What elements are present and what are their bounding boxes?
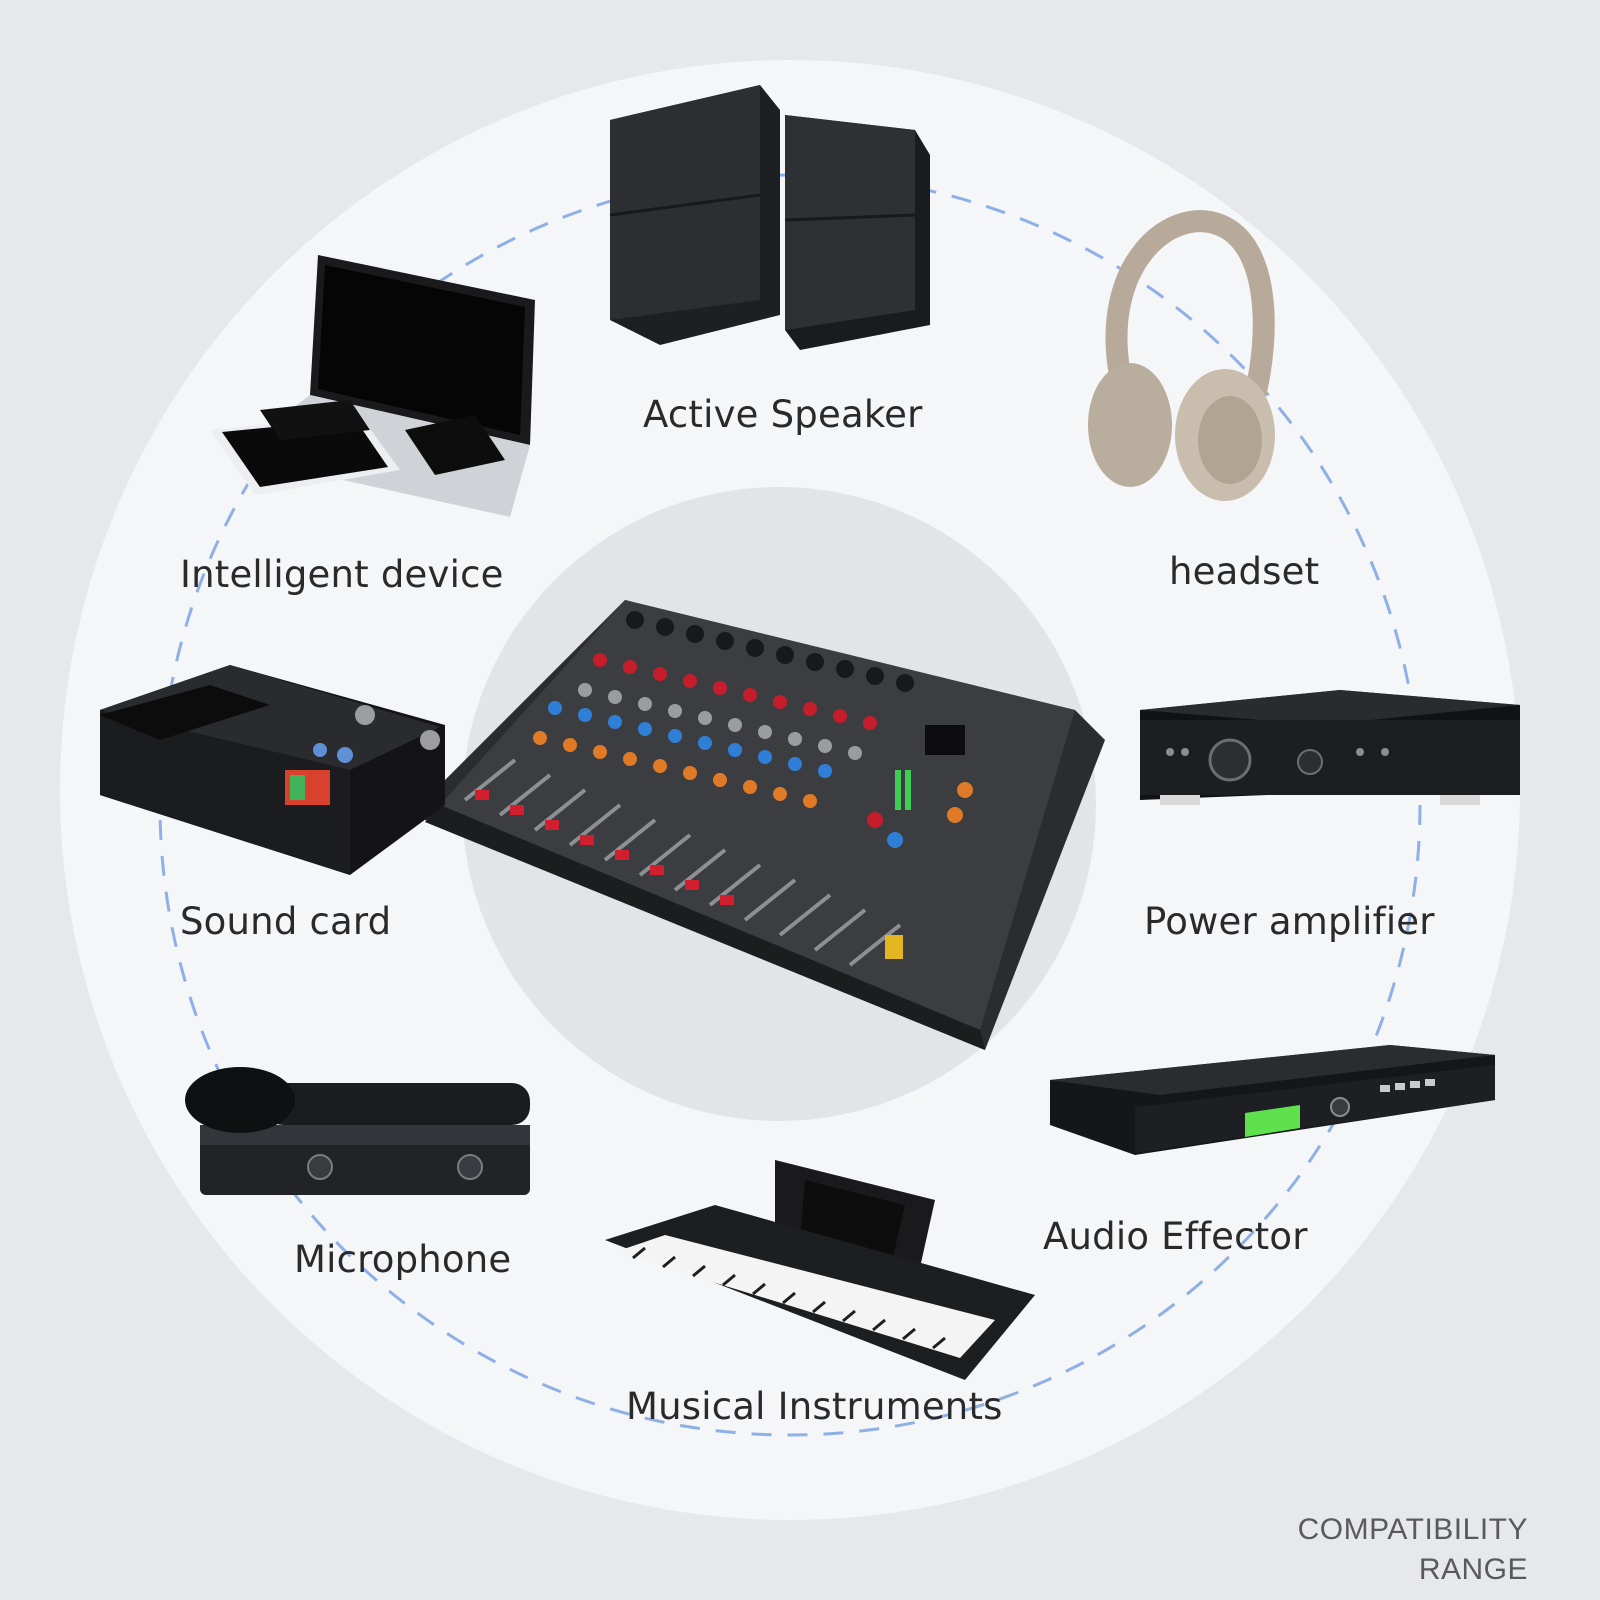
keyboard-icon xyxy=(605,1160,1035,1380)
mixer-console-icon xyxy=(425,600,1105,1050)
caption-line-1: COMPATIBILITY xyxy=(1297,1513,1528,1546)
label-musical-instruments: Musical Instruments xyxy=(626,1385,1003,1428)
rack-effector-icon xyxy=(1050,1045,1495,1155)
headphones-icon xyxy=(1088,210,1275,501)
label-active-speaker: Active Speaker xyxy=(643,393,923,436)
label-headset: headset xyxy=(1169,550,1320,593)
caption-line-2: RANGE xyxy=(1418,1553,1528,1586)
label-audio-effector: Audio Effector xyxy=(1043,1215,1308,1258)
label-intelligent-device: Intelligent device xyxy=(180,553,504,596)
speaker-pair-icon xyxy=(610,85,930,350)
label-microphone: Microphone xyxy=(294,1238,512,1281)
compatibility-range-caption: COMPATIBILITY RANGE xyxy=(1298,1510,1528,1590)
label-power-amplifier: Power amplifier xyxy=(1144,900,1435,943)
sound-card-icon xyxy=(100,665,445,875)
label-sound-card: Sound card xyxy=(180,900,392,943)
wireless-microphone-icon xyxy=(185,1067,530,1195)
laptop-tablet-phone-icon xyxy=(210,255,535,517)
amplifier-icon xyxy=(1140,690,1520,805)
